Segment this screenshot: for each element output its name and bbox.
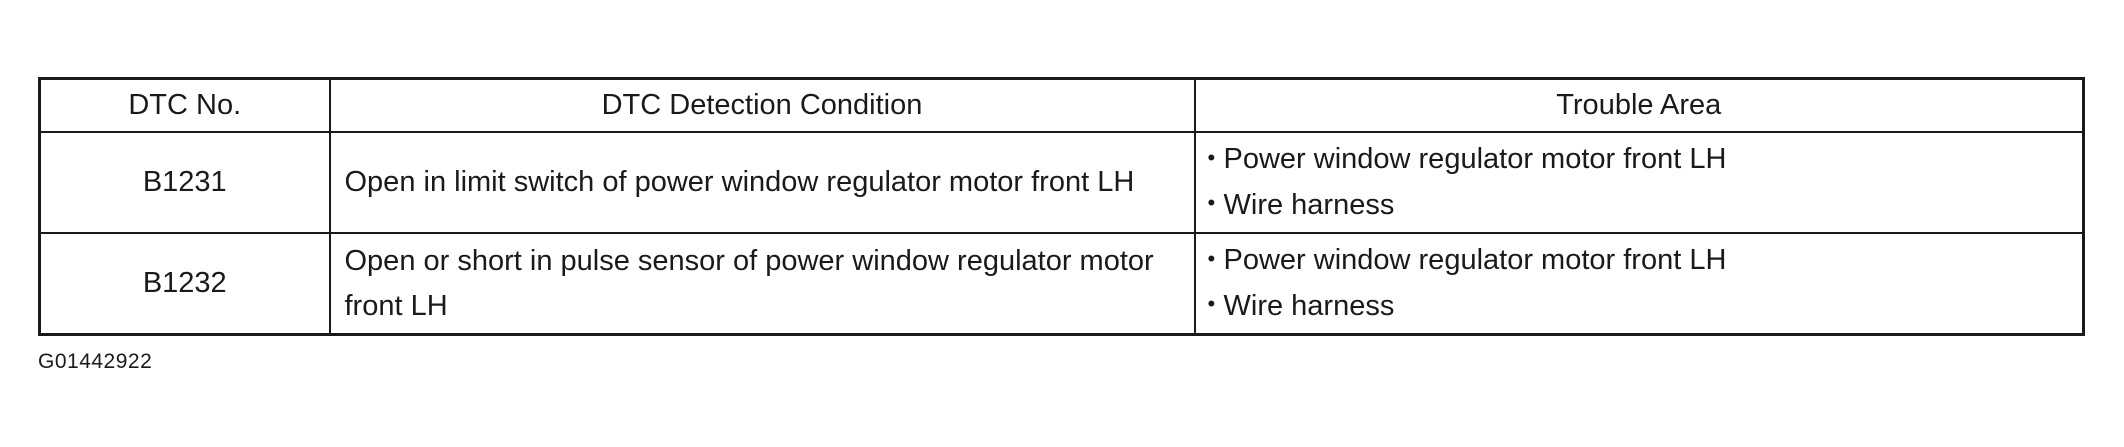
trouble-area-text: Power window regulator motor front LH	[1223, 243, 1727, 276]
trouble-area-item: • Wire harness	[1208, 284, 2083, 330]
dtc-table: DTC No. DTC Detection Condition Trouble …	[38, 77, 2085, 336]
trouble-area-item: • Power window regulator motor front LH	[1208, 137, 2083, 183]
header-dtc-no: DTC No.	[38, 77, 331, 133]
trouble-area-text: Wire harness	[1223, 289, 1395, 322]
bullet-icon: •	[1207, 144, 1216, 170]
table-row: B1231 Open in limit switch of power wind…	[38, 131, 2085, 234]
bullet-icon: •	[1207, 245, 1216, 271]
table-row: B1232 Open or short in pulse sensor of p…	[38, 232, 2085, 336]
bullet-icon: •	[1207, 291, 1216, 317]
dtc-code: B1232	[38, 232, 331, 336]
dtc-code: B1231	[38, 131, 331, 234]
trouble-area-item: • Power window regulator motor front LH	[1208, 238, 2083, 284]
trouble-area-text: Power window regulator motor front LH	[1223, 142, 1727, 175]
figure-code: G01442922	[38, 350, 153, 373]
trouble-area-item: • Wire harness	[1208, 183, 2083, 229]
header-trouble-area: Trouble Area	[1193, 77, 2085, 133]
trouble-area-cell: • Power window regulator motor front LH •…	[1193, 131, 2085, 234]
detection-condition: Open or short in pulse sensor of power w…	[328, 232, 1196, 336]
trouble-area-text: Wire harness	[1223, 188, 1395, 221]
detection-condition: Open in limit switch of power window reg…	[328, 131, 1196, 234]
bullet-icon: •	[1207, 190, 1216, 216]
header-detection-condition: DTC Detection Condition	[328, 77, 1196, 133]
trouble-area-cell: • Power window regulator motor front LH •…	[1193, 232, 2085, 336]
table-header-row: DTC No. DTC Detection Condition Trouble …	[38, 77, 2085, 133]
